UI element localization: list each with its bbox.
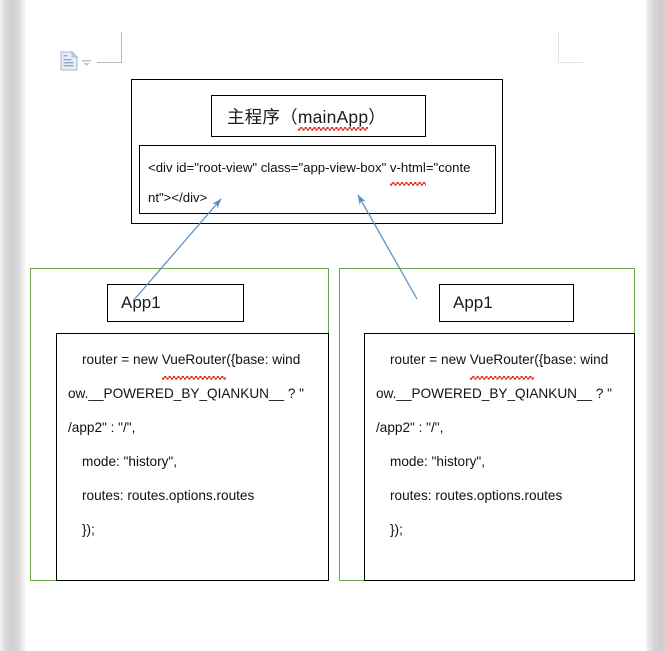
- code-text-pre: router = new: [390, 352, 470, 367]
- app2-code-line-3: /app2" : "/",: [376, 420, 444, 435]
- margin-mark-top-left: [97, 32, 122, 63]
- app-label-2: App1: [453, 293, 493, 312]
- app2-code-line-2: ow.__POWERED_BY_QIANKUN__ ? ": [376, 386, 613, 401]
- main-app-title-box: 主程序（mainApp）: [211, 95, 426, 137]
- app-label-box-2: App1: [439, 284, 574, 322]
- main-app-code-line-2: nt"></div>: [148, 190, 208, 205]
- app2-code-line-4: mode: "history",: [390, 454, 486, 469]
- code-text-post: ({base: wind: [226, 352, 301, 367]
- app-label-1: App1: [121, 293, 161, 312]
- code-text-misspelled: v-html: [389, 153, 426, 186]
- main-app-outer-frame: [131, 79, 503, 224]
- paste-options-icon: [60, 51, 91, 71]
- code-text-post: ({base: wind: [534, 352, 609, 367]
- app1-code-line-3: /app2" : "/",: [68, 420, 136, 435]
- workspace-shade-right: [645, 0, 666, 651]
- app-label-box-1: App1: [107, 284, 244, 322]
- code-text-pre: <div id="root-view" class="app-view-box": [148, 160, 390, 175]
- document-page: [26, 0, 645, 651]
- app1-code-line-2: ow.__POWERED_BY_QIANKUN__ ? ": [68, 386, 305, 401]
- app2-code-line-1: router = new VueRouter({base: wind: [376, 343, 634, 380]
- chevron-down-icon: [82, 60, 91, 66]
- code-text-post: ="conte: [425, 160, 471, 175]
- code-text-pre: router = new: [82, 352, 162, 367]
- app1-code-line-1: router = new VueRouter({base: wind: [68, 343, 328, 380]
- paste-options-button[interactable]: [58, 50, 94, 74]
- main-app-title-highlight: mainApp: [297, 106, 369, 131]
- code-text-misspelled: VueRouter: [469, 343, 535, 380]
- code-text-misspelled: VueRouter: [161, 343, 227, 380]
- main-app-title: 主程序（mainApp）: [227, 104, 386, 131]
- margin-mark-top-right: [558, 32, 583, 63]
- app1-code-line-5: routes: routes.options.routes: [82, 488, 255, 503]
- main-app-code-line-1: <div id="root-view" class="app-view-box"…: [148, 153, 495, 186]
- app2-code-line-5: routes: routes.options.routes: [390, 488, 563, 503]
- main-app-code-box: <div id="root-view" class="app-view-box"…: [139, 145, 496, 214]
- app-code-box-2: router = new VueRouter({base: wind ow.__…: [364, 333, 635, 581]
- app1-code-line-4: mode: "history",: [82, 454, 178, 469]
- app-code-box-1: router = new VueRouter({base: wind ow.__…: [56, 333, 329, 581]
- workspace-shade-left: [0, 0, 26, 651]
- main-app-title-prefix: 主程序（: [227, 106, 298, 127]
- app2-code-line-6: });: [390, 522, 403, 537]
- app1-code-line-6: });: [82, 522, 95, 537]
- main-app-title-suffix: ）: [368, 106, 386, 127]
